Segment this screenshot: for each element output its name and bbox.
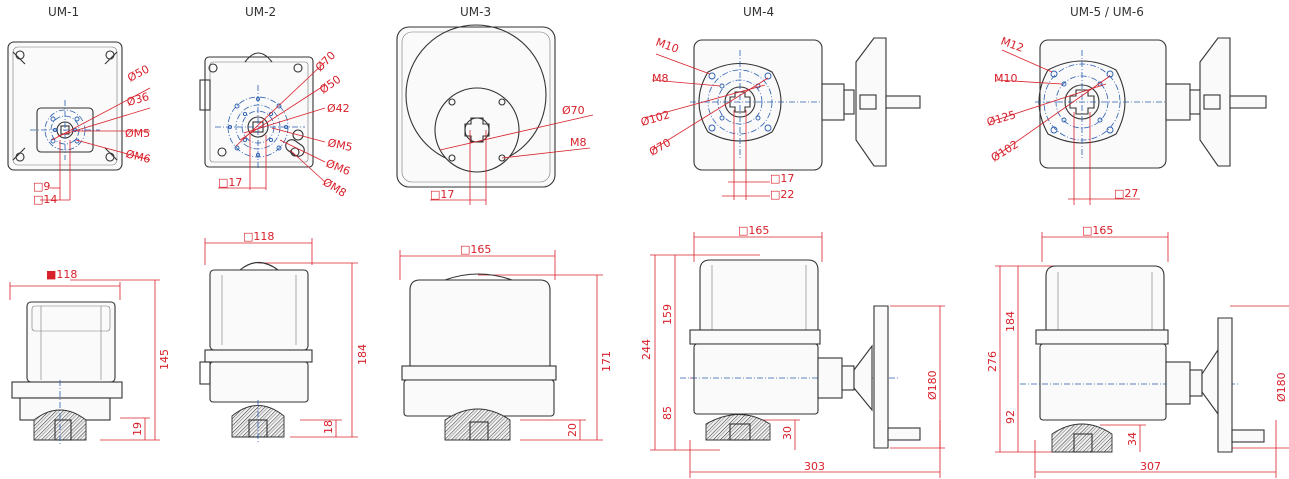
um3-side-view [399, 250, 603, 441]
um1-m5-label: ØM5 [125, 127, 150, 140]
um56-w307-label: 307 [1140, 460, 1161, 473]
um3-top-view [396, 24, 594, 205]
um1-top-view [7, 41, 151, 201]
um2-m8-label: ØM8 [320, 176, 348, 200]
um1-sq9-label: □9 [33, 180, 50, 193]
um2-h184-label: 184 [356, 344, 369, 365]
um56-side-view [995, 232, 1289, 478]
um1-m6-label: ØM6 [124, 147, 152, 166]
title-um2: UM-2 [245, 5, 277, 19]
um1-sq14-label: □14 [33, 193, 57, 206]
um1-d50-label: Ø50 [125, 63, 151, 85]
um56-h92-label: 92 [1004, 410, 1017, 424]
um2-h18-label: 18 [322, 420, 335, 434]
um2-d42-label: Ø42 [327, 102, 350, 115]
um56-h184-label: 184 [1004, 311, 1017, 332]
um4-top-view [644, 37, 921, 200]
um3-d70-label: Ø70 [562, 104, 585, 117]
um56-d102-label: Ø102 [989, 138, 1021, 165]
um1-side-view [9, 279, 160, 445]
um56-h34-label: 34 [1126, 432, 1139, 446]
um4-d180-label: Ø180 [926, 370, 939, 400]
um3-h20-label: 20 [566, 423, 579, 437]
um2-side-view [199, 238, 358, 444]
um4-sq17-label: □17 [770, 172, 794, 185]
title-um3: UM-3 [460, 5, 492, 19]
title-um56: UM-5 / UM-6 [1070, 5, 1144, 19]
um1-h19-label: 19 [131, 422, 144, 436]
um4-sq22-label: □22 [770, 188, 794, 201]
um2-sq17-label: □17 [218, 176, 242, 189]
um4-m10-label: M10 [654, 36, 681, 56]
um4-d102-label: Ø102 [639, 108, 671, 129]
um4-h30-label: 30 [781, 426, 794, 440]
um3-w165-label: □165 [460, 243, 491, 256]
um2-w118-label: □118 [243, 230, 274, 243]
title-um1: UM-1 [48, 5, 80, 19]
um4-h244-label: 244 [640, 339, 653, 360]
um2-m5-label: ØM5 [326, 136, 353, 154]
um4-w165-label: □165 [738, 224, 769, 237]
um4-side-view [650, 232, 945, 478]
um56-w165-label: □165 [1082, 224, 1113, 237]
um4-h159-label: 159 [661, 304, 674, 325]
um3-m8-label: M8 [570, 136, 587, 149]
title-um4: UM-4 [743, 5, 775, 19]
um2-d50-label: Ø50 [317, 73, 343, 97]
um3-h171-label: 171 [600, 351, 613, 372]
um1-w118-label: ■118 [46, 268, 77, 281]
um56-d180-label: Ø180 [1275, 372, 1288, 402]
um4-w303-label: 303 [804, 460, 825, 473]
um1-h145-label: 145 [158, 349, 171, 370]
um4-m8-label: M8 [652, 72, 669, 85]
um56-sq27-label: □27 [1114, 187, 1138, 200]
um2-top-view [199, 52, 326, 190]
um56-d125-label: Ø125 [985, 108, 1017, 129]
um56-top-view [989, 37, 1267, 205]
um56-m10-label: M10 [994, 72, 1018, 85]
um3-sq17-label: □17 [430, 188, 454, 201]
um56-m12-label: M12 [999, 35, 1026, 55]
um56-h276-label: 276 [986, 351, 999, 372]
um1-d36-label: Ø36 [125, 90, 150, 109]
um4-h85-label: 85 [661, 406, 674, 420]
